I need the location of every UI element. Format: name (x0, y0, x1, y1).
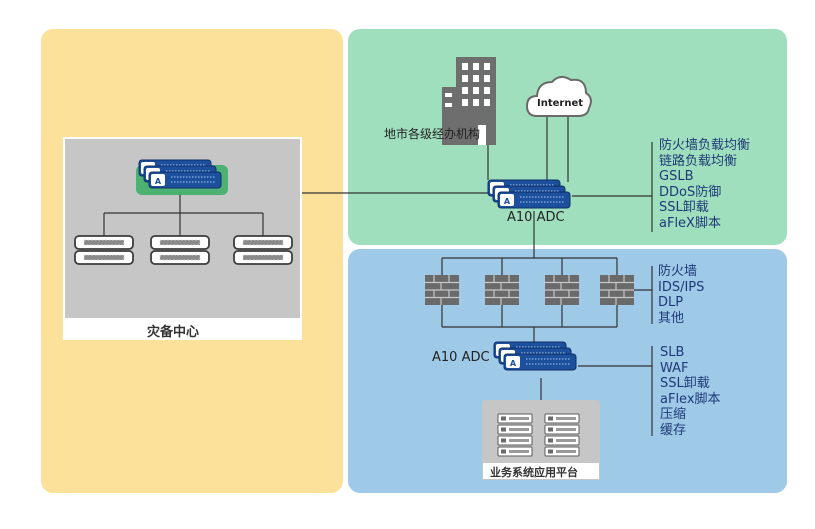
internet-feature-list: 防火墙负载均衡 链路负载均衡 GSLB DDoS防御 SSL卸载 aFleX脚本 (659, 138, 750, 231)
feature-item: 缓存 (660, 422, 687, 438)
feature-item: DLP (658, 295, 684, 310)
feature-item: WAF (660, 360, 689, 376)
feature-item: 压缩 (660, 407, 687, 422)
feature-item: SLB (660, 345, 685, 360)
dr-adc-stack (136, 159, 228, 195)
internet-cloud-icon (525, 76, 592, 117)
platform-label: 业务系统应用平台 (490, 466, 578, 479)
feature-item: SSL卸载 (659, 200, 709, 215)
feature-item: DDoS防御 (659, 184, 722, 200)
dr-server-group (74, 235, 293, 265)
building-label: 地市各级经办机构 (384, 127, 481, 141)
business-adc-label: A10 ADC (432, 350, 490, 365)
business-adc-stack (493, 341, 577, 371)
feature-item: 链路负载均衡 (659, 153, 738, 169)
feature-item: 防火墙负载均衡 (659, 138, 751, 153)
adc-feature-list: SLB WAF SSL卸载 aFlex脚本 压缩 缓存 (660, 345, 721, 438)
feature-item: 其他 (658, 310, 685, 326)
feature-item: SSL卸载 (660, 376, 710, 391)
feature-item: 防火墙 (658, 264, 698, 279)
connection-lines (103, 115, 653, 436)
firewall-feature-list: 防火墙 IDS/IPS DLP 其他 (658, 264, 704, 326)
disaster-recovery-label-bar (63, 318, 302, 340)
feature-item: GSLB (659, 169, 694, 184)
main-adc-stack (487, 179, 571, 209)
platform-label-bar (482, 462, 600, 480)
firewall-group (424, 274, 635, 306)
disaster-recovery-label: 灾备中心 (147, 325, 200, 340)
feature-item: aFleX脚本 (659, 215, 721, 231)
office-building-icon (442, 57, 496, 145)
feature-item: aFlex脚本 (660, 391, 721, 407)
feature-item: IDS/IPS (658, 279, 705, 295)
platform-rack-group (497, 413, 580, 457)
cloud-label: Internet (537, 98, 584, 109)
main-adc-label: A10 ADC (507, 210, 565, 225)
